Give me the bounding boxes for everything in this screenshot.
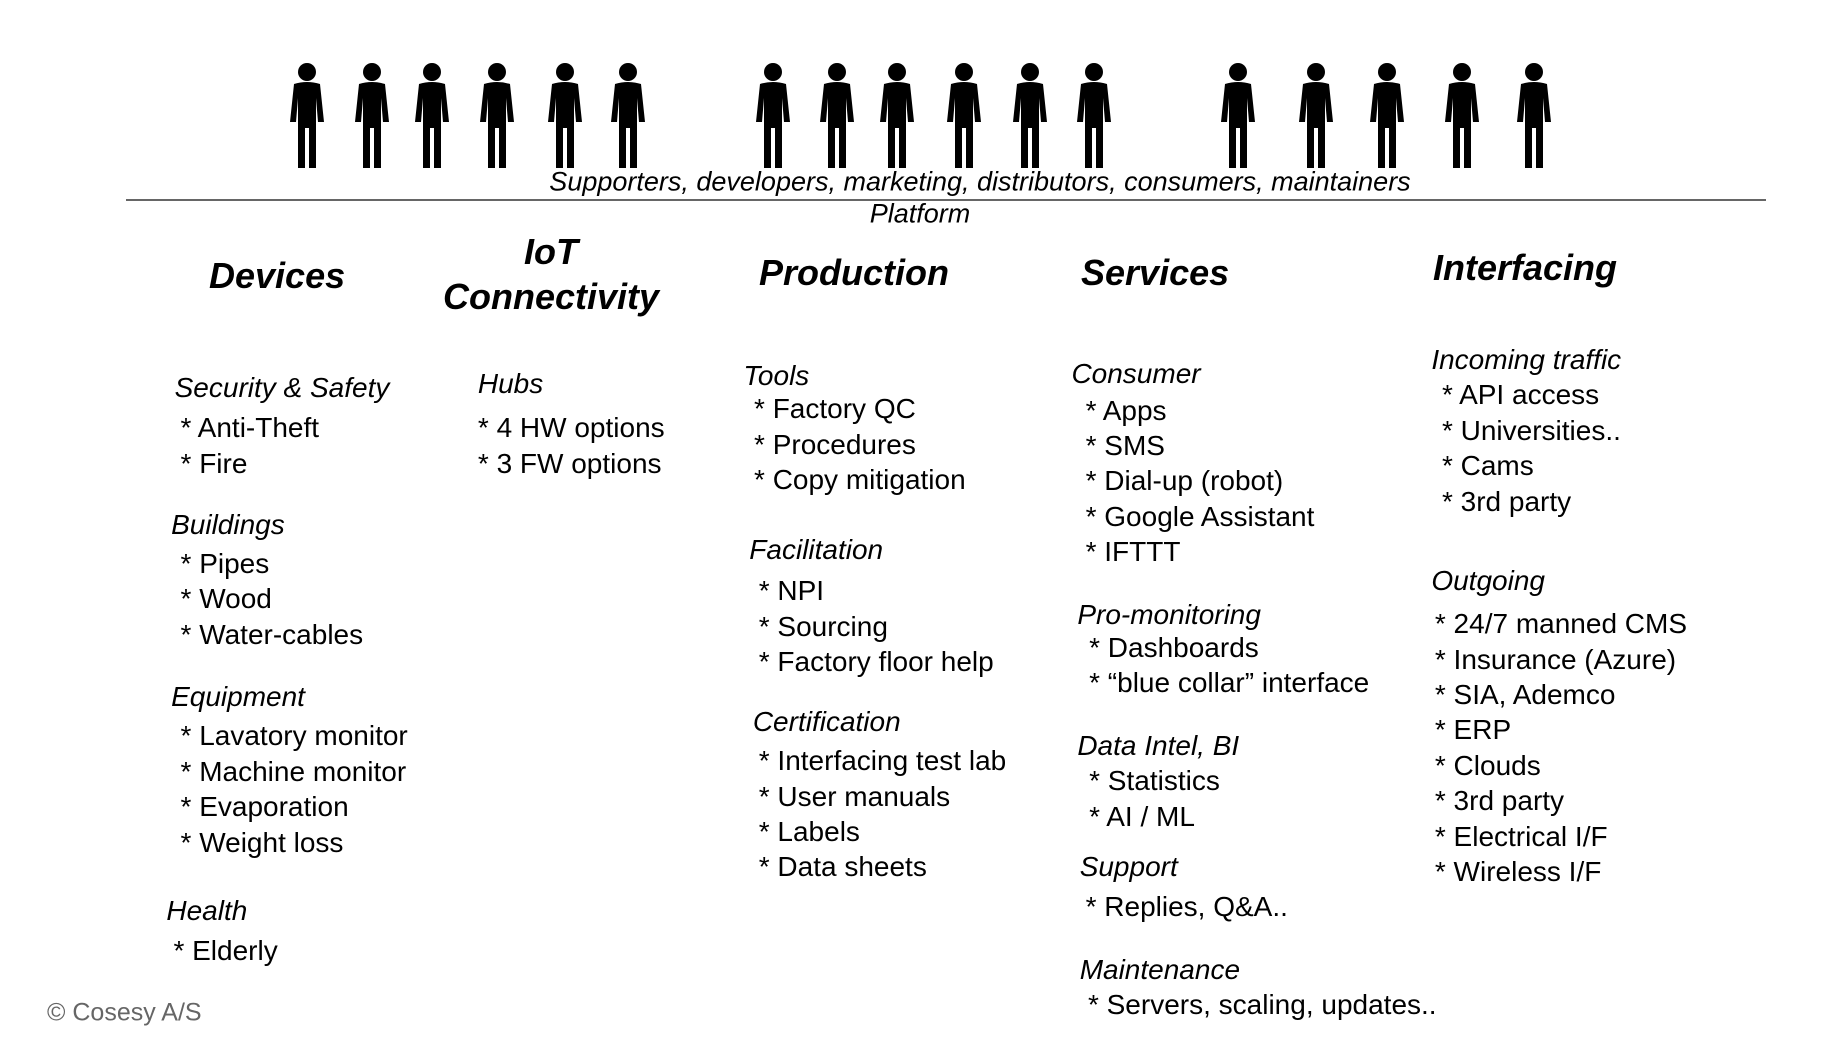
list-item: * Anti-Theft [180, 412, 320, 444]
list-item: * NPI [758, 575, 825, 607]
list-item: * SMS [1085, 430, 1165, 462]
list-item: * Apps [1085, 394, 1167, 426]
list-item: * SIA, Ademco [1434, 679, 1616, 711]
list-item: * Dashboards [1089, 631, 1259, 663]
list-item: * 3rd party [1441, 485, 1572, 517]
list-item: * Elderly [173, 935, 278, 967]
list-item: * Pipes [180, 548, 270, 580]
column-title-interfacing: Interfacing [1433, 247, 1618, 288]
person-icon [748, 62, 798, 170]
list-item: * Weight loss [180, 826, 344, 858]
list-item: * Servers, scaling, updates.. [1087, 989, 1437, 1021]
list-item: * Wireless I/F [1434, 856, 1602, 888]
list-item: * Dial-up (robot) [1085, 465, 1284, 497]
list-item: * Labels [758, 815, 860, 847]
list-item: * Statistics [1089, 765, 1220, 797]
platform-label: Platform [869, 198, 971, 229]
person-icon [939, 62, 989, 170]
column-title-services: Services [1081, 252, 1230, 293]
group-label: Equipment [171, 681, 305, 713]
list-item: * Procedures [754, 428, 916, 460]
group-label: Security & Safety [174, 372, 390, 404]
group-label: Health [166, 894, 248, 926]
list-item: * 3rd party [1434, 785, 1565, 817]
column-title-iot: IoT [524, 231, 578, 272]
group-label: Buildings [171, 509, 285, 541]
group-label: Data Intel, BI [1077, 729, 1240, 761]
person-icon [540, 62, 590, 170]
list-item: * Machine monitor [180, 755, 407, 787]
list-item: * Insurance (Azure) [1434, 643, 1677, 675]
person-icon [1362, 62, 1412, 170]
list-item: * IFTTT [1085, 536, 1181, 568]
group-label: Incoming traffic [1431, 343, 1622, 375]
column-title-devices: Devices [209, 255, 346, 296]
list-item: * 3 FW options [477, 447, 662, 479]
person-icon [872, 62, 922, 170]
group-label: Facilitation [749, 533, 884, 565]
person-icon [407, 62, 457, 170]
list-item: * Water-cables [180, 618, 364, 650]
group-label: Hubs [477, 367, 544, 399]
list-item: * Evaporation [180, 791, 349, 823]
list-item: * ERP [1434, 714, 1512, 746]
list-item: * User manuals [758, 780, 951, 812]
group-label: Certification [752, 706, 901, 738]
person-icon [1213, 62, 1263, 170]
list-item: * Data sheets [758, 851, 927, 883]
person-icon [1069, 62, 1119, 170]
platform-divider [126, 199, 1766, 201]
person-icon [603, 62, 653, 170]
list-item: * Interfacing test lab [758, 745, 1007, 777]
person-icon [472, 62, 522, 170]
column-title-connectivity: Connectivity [442, 276, 660, 317]
list-item: * Lavatory monitor [180, 720, 408, 752]
list-item: * 4 HW options [477, 412, 665, 444]
group-label: Maintenance [1079, 953, 1241, 985]
group-label: Outgoing [1431, 564, 1545, 596]
list-item: * 24/7 manned CMS [1434, 608, 1688, 640]
group-label: Consumer [1071, 358, 1201, 390]
person-icon [347, 62, 397, 170]
list-item: * Fire [180, 447, 248, 479]
list-item: * Universities.. [1441, 414, 1621, 446]
stakeholders-caption: Supporters, developers, marketing, distr… [549, 166, 1411, 197]
column-title-production: Production [759, 252, 949, 293]
list-item: * “blue collar” interface [1089, 667, 1370, 699]
list-item: * API access [1441, 379, 1600, 411]
group-label: Pro-monitoring [1077, 598, 1261, 630]
person-icon [812, 62, 862, 170]
person-icon [1005, 62, 1055, 170]
person-icon [1437, 62, 1487, 170]
list-item: * Cams [1441, 450, 1534, 482]
list-item: * AI / ML [1089, 800, 1195, 832]
person-icon [1291, 62, 1341, 170]
list-item: * Clouds [1434, 749, 1541, 781]
list-item: * Google Assistant [1085, 500, 1315, 532]
group-label: Tools [743, 360, 810, 392]
list-item: * Factory QC [754, 393, 916, 425]
list-item: * Replies, Q&A.. [1085, 891, 1288, 923]
list-item: * Wood [180, 583, 272, 615]
person-icon [282, 62, 332, 170]
list-item: * Electrical I/F [1434, 820, 1608, 852]
list-item: * Factory floor help [758, 645, 994, 677]
copyright: © Cosesy A/S [47, 998, 202, 1027]
list-item: * Copy mitigation [754, 464, 966, 496]
list-item: * Sourcing [758, 610, 888, 642]
person-icon [1509, 62, 1559, 170]
group-label: Support [1079, 851, 1178, 883]
